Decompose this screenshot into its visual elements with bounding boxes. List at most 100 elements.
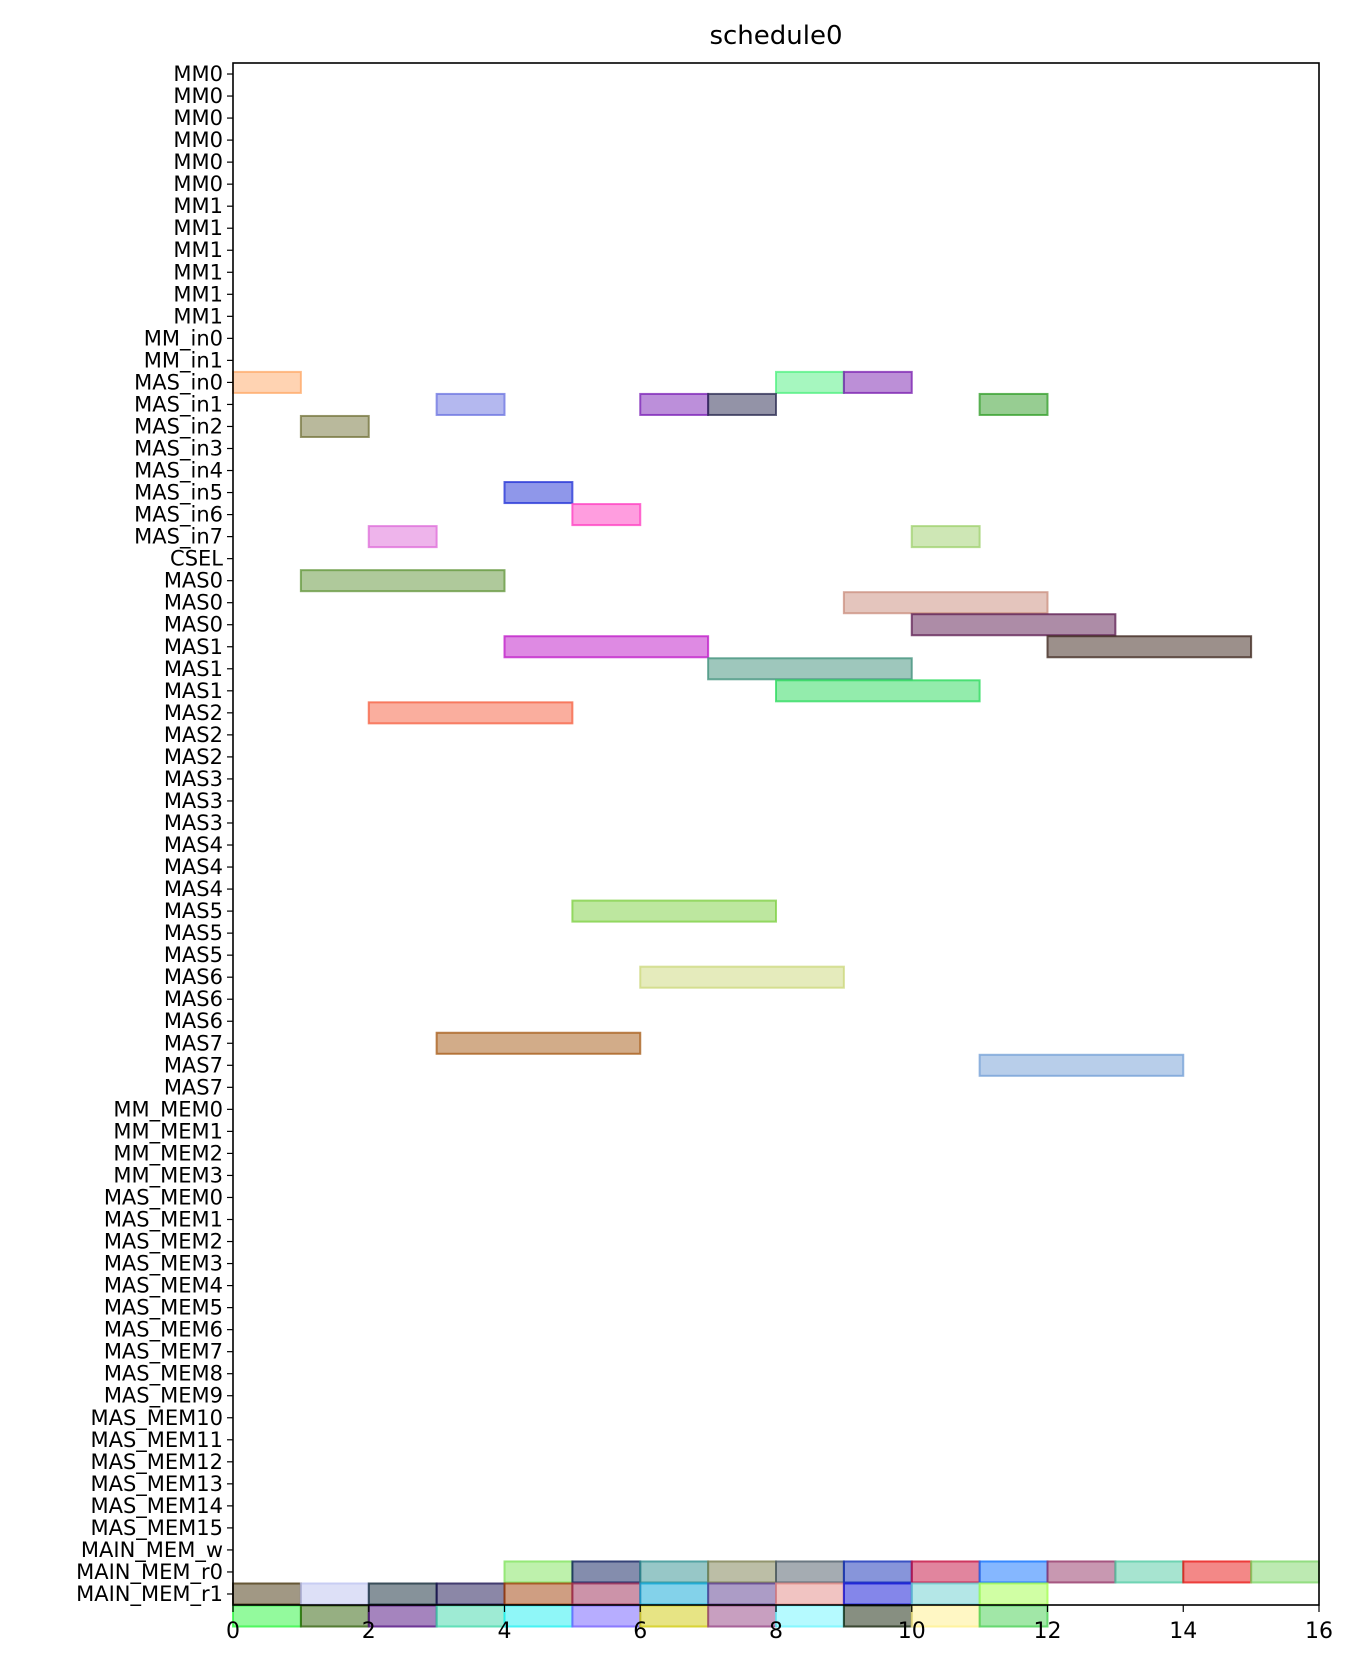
task-bar — [367, 1604, 438, 1628]
task-bar — [571, 899, 777, 923]
x-tick-label: 8 — [769, 1619, 783, 1644]
y-tick-label: MAS2 — [164, 701, 223, 725]
y-tick-label: MAS4 — [164, 855, 223, 879]
y-tick-label: MM0 — [173, 62, 223, 86]
task-bar — [232, 1582, 302, 1606]
y-tick-label: MAS_MEM15 — [90, 1516, 223, 1541]
task-bar — [775, 1582, 845, 1606]
y-tick-label: MM0 — [173, 150, 223, 174]
x-tick-label: 12 — [1034, 1619, 1062, 1644]
task-bar — [910, 1560, 981, 1584]
y-tick-label: MAS_MEM4 — [104, 1274, 223, 1299]
task-bar — [435, 392, 506, 416]
task-bar — [435, 1031, 642, 1055]
task-bar — [842, 1560, 913, 1584]
task-bar — [775, 1604, 845, 1628]
task-bar — [571, 1560, 642, 1584]
y-tick-label: MAS0 — [164, 591, 223, 615]
y-tick-label: MM_MEM1 — [113, 1119, 223, 1144]
task-bar — [435, 1582, 506, 1606]
task-bar — [639, 1604, 710, 1628]
y-tick-label: MAS_MEM11 — [90, 1428, 223, 1453]
chart-title: schedule0 — [709, 21, 842, 51]
task-bar — [639, 1560, 710, 1584]
task-bar — [503, 481, 574, 505]
y-tick-label: MM0 — [173, 172, 223, 196]
y-tick-label: MAIN_MEM_r0 — [76, 1560, 223, 1585]
task-bar — [299, 1582, 370, 1606]
y-tick-label: MAS_in7 — [134, 525, 223, 550]
task-bar — [978, 1582, 1049, 1606]
y-tick-label: MAS1 — [164, 679, 223, 703]
y-tick-label: MAS3 — [164, 767, 223, 791]
y-tick-label: MAS2 — [164, 723, 223, 747]
y-tick-label: MAS_in4 — [134, 459, 223, 484]
y-tick-label: MAS_MEM13 — [90, 1472, 223, 1497]
task-bar — [571, 503, 642, 527]
y-tick-label: MAS5 — [164, 943, 223, 967]
task-bar — [299, 569, 506, 593]
y-tick-label: MAS2 — [164, 745, 223, 769]
task-bars — [232, 370, 1320, 1628]
y-tick-label: MM_MEM2 — [113, 1141, 223, 1166]
task-bar — [910, 613, 1117, 637]
task-bar — [503, 635, 710, 659]
y-tick-label: MAS_MEM2 — [104, 1230, 223, 1255]
y-tick-label: MM_MEM0 — [113, 1097, 223, 1122]
task-bar — [978, 1560, 1049, 1584]
y-tick-label: MAS6 — [164, 1009, 223, 1033]
y-tick-label: MAS4 — [164, 877, 223, 901]
y-tick-label: MAS_MEM9 — [104, 1384, 223, 1409]
task-bar — [707, 1560, 777, 1584]
y-tick-label: MAS0 — [164, 613, 223, 637]
task-bar — [299, 414, 370, 438]
task-bar — [910, 525, 981, 549]
y-tick-label: MAS_MEM12 — [90, 1450, 223, 1475]
task-bar — [503, 1560, 574, 1584]
y-tick-label: MAS_MEM3 — [104, 1252, 223, 1277]
x-tick-label: 10 — [898, 1619, 926, 1644]
task-bar — [639, 392, 710, 416]
y-tick-label: MAS7 — [164, 1053, 223, 1077]
task-bar — [1046, 1560, 1117, 1584]
task-bar — [571, 1582, 642, 1606]
task-bar — [1114, 1560, 1185, 1584]
task-bar — [639, 1582, 710, 1606]
task-bar — [910, 1582, 981, 1606]
task-bar — [232, 370, 302, 394]
y-tick-label: MAS1 — [164, 635, 223, 659]
y-tick-label: MAS_in6 — [134, 503, 223, 528]
y-tick-label: MAS_MEM0 — [104, 1185, 223, 1210]
y-tick-label: MAS4 — [164, 833, 223, 857]
task-bar — [707, 392, 777, 416]
x-tick-label: 16 — [1305, 1619, 1333, 1644]
y-tick-label: MM1 — [173, 260, 223, 284]
y-tick-label: MM1 — [173, 282, 223, 306]
task-bar — [1182, 1560, 1253, 1584]
task-bar — [503, 1582, 574, 1606]
task-bar — [299, 1604, 370, 1628]
y-tick-label: MAS_in3 — [134, 437, 223, 462]
y-tick-label: MAS5 — [164, 899, 223, 923]
y-axis-ticks: MM0MM0MM0MM0MM0MM0MM1MM1MM1MM1MM1MM1MM_i… — [76, 62, 233, 1607]
task-bar — [232, 1604, 302, 1628]
y-tick-label: MAS_MEM1 — [104, 1208, 223, 1233]
y-tick-label: MAS5 — [164, 921, 223, 945]
task-bar — [367, 1582, 438, 1606]
task-bar — [503, 1604, 574, 1628]
task-bar — [707, 657, 913, 681]
y-tick-label: MAS_MEM10 — [90, 1406, 223, 1431]
y-tick-label: MAS1 — [164, 657, 223, 681]
y-tick-label: MAS_in5 — [134, 481, 223, 506]
task-bar — [571, 1604, 642, 1628]
y-tick-label: MAS3 — [164, 811, 223, 835]
y-tick-label: MM1 — [173, 304, 223, 328]
task-bar — [707, 1604, 777, 1628]
y-tick-label: MAS_MEM8 — [104, 1362, 223, 1387]
y-tick-label: MAS7 — [164, 1075, 223, 1099]
task-bar — [978, 392, 1049, 416]
y-tick-label: MAS_MEM14 — [90, 1494, 223, 1519]
